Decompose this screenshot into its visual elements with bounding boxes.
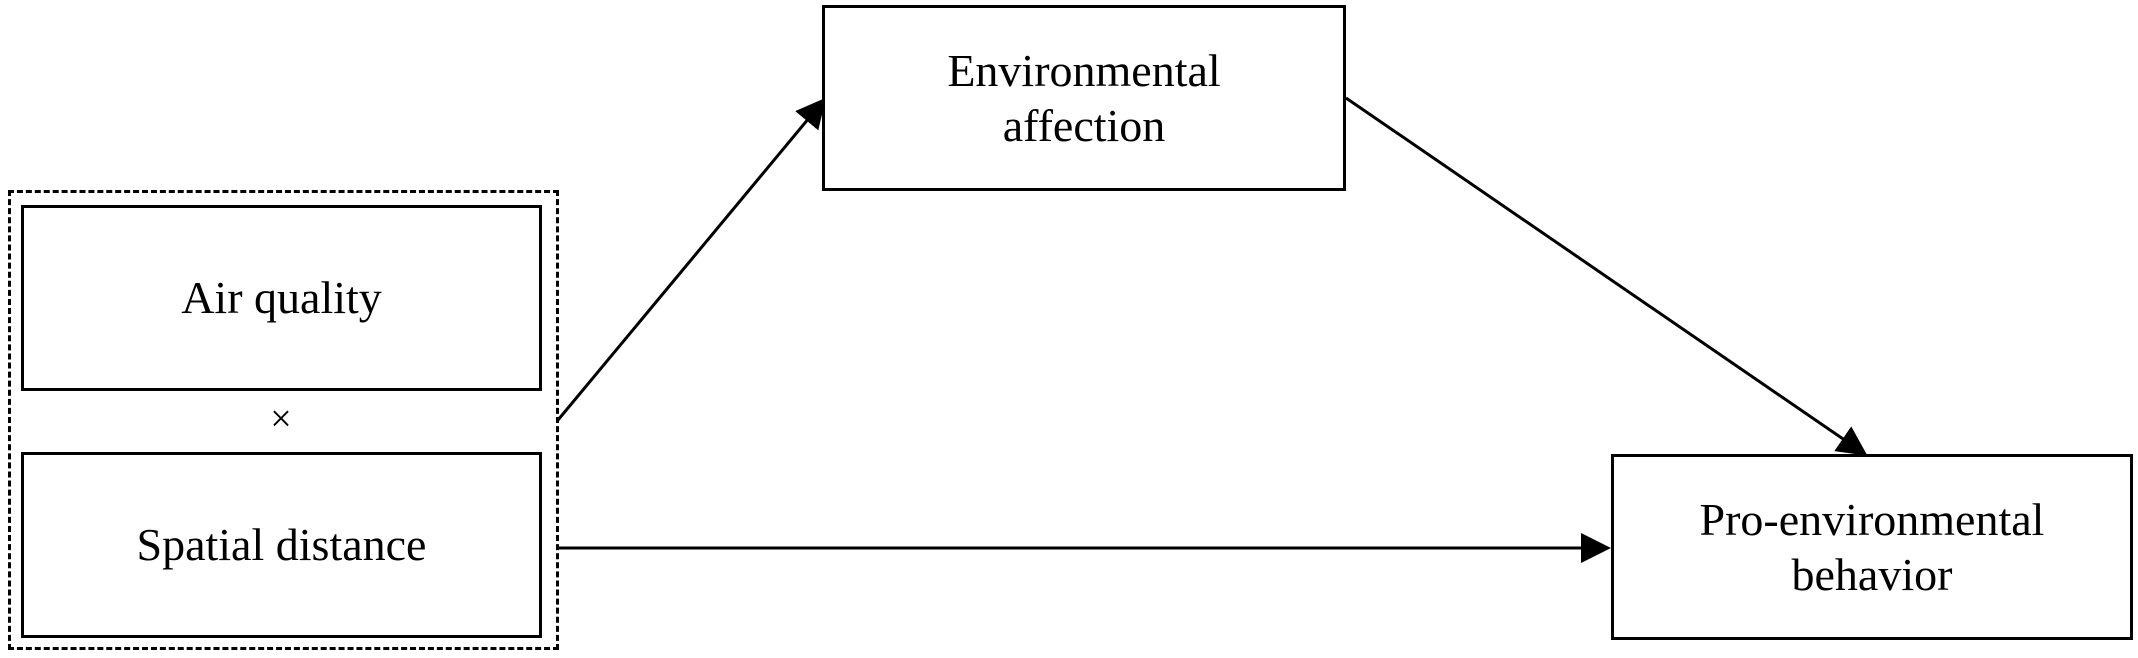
- edge-interaction-to-environmental-affection: [556, 97, 826, 421]
- pro-environmental-behavior-box: Pro-environmental behavior: [1611, 454, 2133, 640]
- environmental-affection-box: Environmental affection: [822, 5, 1346, 191]
- air-quality-label: Air quality: [181, 272, 382, 324]
- interaction-symbol: ×: [270, 398, 292, 440]
- edge-environmental-affection-to-pro-environmental-behavior: [1345, 96, 1868, 456]
- pro-environmental-behavior-label: Pro-environmental behavior: [1699, 493, 2045, 600]
- environmental-affection-label: Environmental affection: [947, 44, 1221, 151]
- spatial-distance-label: Spatial distance: [136, 519, 427, 571]
- air-quality-box: Air quality: [21, 205, 542, 391]
- interaction-group-box: [8, 190, 559, 650]
- spatial-distance-box: Spatial distance: [21, 452, 542, 638]
